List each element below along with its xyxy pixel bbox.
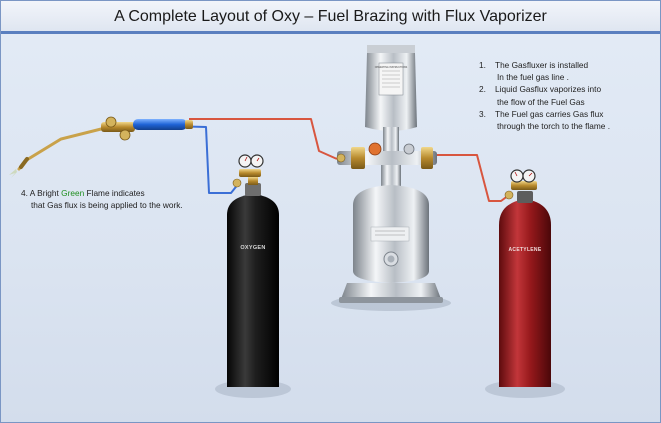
- brazing-torch: [9, 116, 193, 178]
- note-text-before: A Bright: [29, 188, 59, 198]
- oxygen-cylinder: OXYGEN: [227, 154, 279, 387]
- torch-handle: [133, 119, 187, 130]
- torch-flame: [9, 169, 17, 178]
- step-number: 1.: [479, 60, 486, 70]
- step-number: 3.: [479, 108, 486, 119]
- fuel-hose-from-cylinder: [437, 154, 510, 202]
- step-text-line1: The Fuel gas carries Gas flux: [495, 108, 604, 119]
- step-item: 3. The Fuel gas carries Gas flux through…: [479, 108, 659, 132]
- acetylene-cylinder: ACETYLENE: [499, 169, 551, 387]
- fuel-hose-to-torch: [189, 118, 338, 160]
- fuel-valve-knob: [119, 129, 131, 141]
- step-item: 2. Liquid Gasflux vaporizes into the flo…: [479, 83, 659, 107]
- note-number: 4.: [21, 188, 28, 198]
- step-text-line1: The Gasfluxer is installed: [495, 60, 589, 70]
- note-text-line2: that Gas flux is being applied to the wo…: [31, 200, 183, 211]
- oxygen-cylinder-label: OXYGEN: [240, 245, 265, 251]
- step-item: 1. The Gasfluxer is installed In the fue…: [479, 59, 659, 83]
- oxygen-regulator: [239, 169, 261, 177]
- step-text-line2: In the fuel gas line .: [497, 72, 569, 83]
- acetylene-regulator: [511, 181, 537, 190]
- step-number: 2.: [479, 84, 486, 95]
- acetylene-cylinder-label: ACETYLENE: [509, 247, 542, 253]
- green-highlight-word: Green: [61, 188, 85, 198]
- step-text-line2: the flow of the Fuel Gas: [497, 96, 585, 107]
- step-text-line1: Liquid Gasflux vaporizes into: [495, 84, 602, 95]
- oxygen-hose: [132, 124, 240, 194]
- oxygen-valve-knob: [105, 116, 117, 128]
- instruction-plate-tag: OPERATING INSTRUCTIONS: [375, 66, 408, 69]
- inlet-valve-handle: [368, 142, 382, 156]
- gasflux-vaporizer: OPERATING INSTRUCTIONS: [336, 45, 443, 303]
- note-text-after: Flame indicates: [86, 188, 145, 198]
- step-text-line2: through the torch to the flame .: [497, 121, 610, 132]
- page-title: A Complete Layout of Oxy – Fuel Brazing …: [114, 8, 547, 25]
- title-bar: A Complete Layout of Oxy – Fuel Brazing …: [1, 1, 660, 34]
- flame-indicator-note: 4. A Bright Green Flame indicates that G…: [21, 187, 221, 211]
- vaporizer-base: [341, 283, 441, 299]
- process-steps-list: 1. The Gasfluxer is installed In the fue…: [479, 59, 659, 132]
